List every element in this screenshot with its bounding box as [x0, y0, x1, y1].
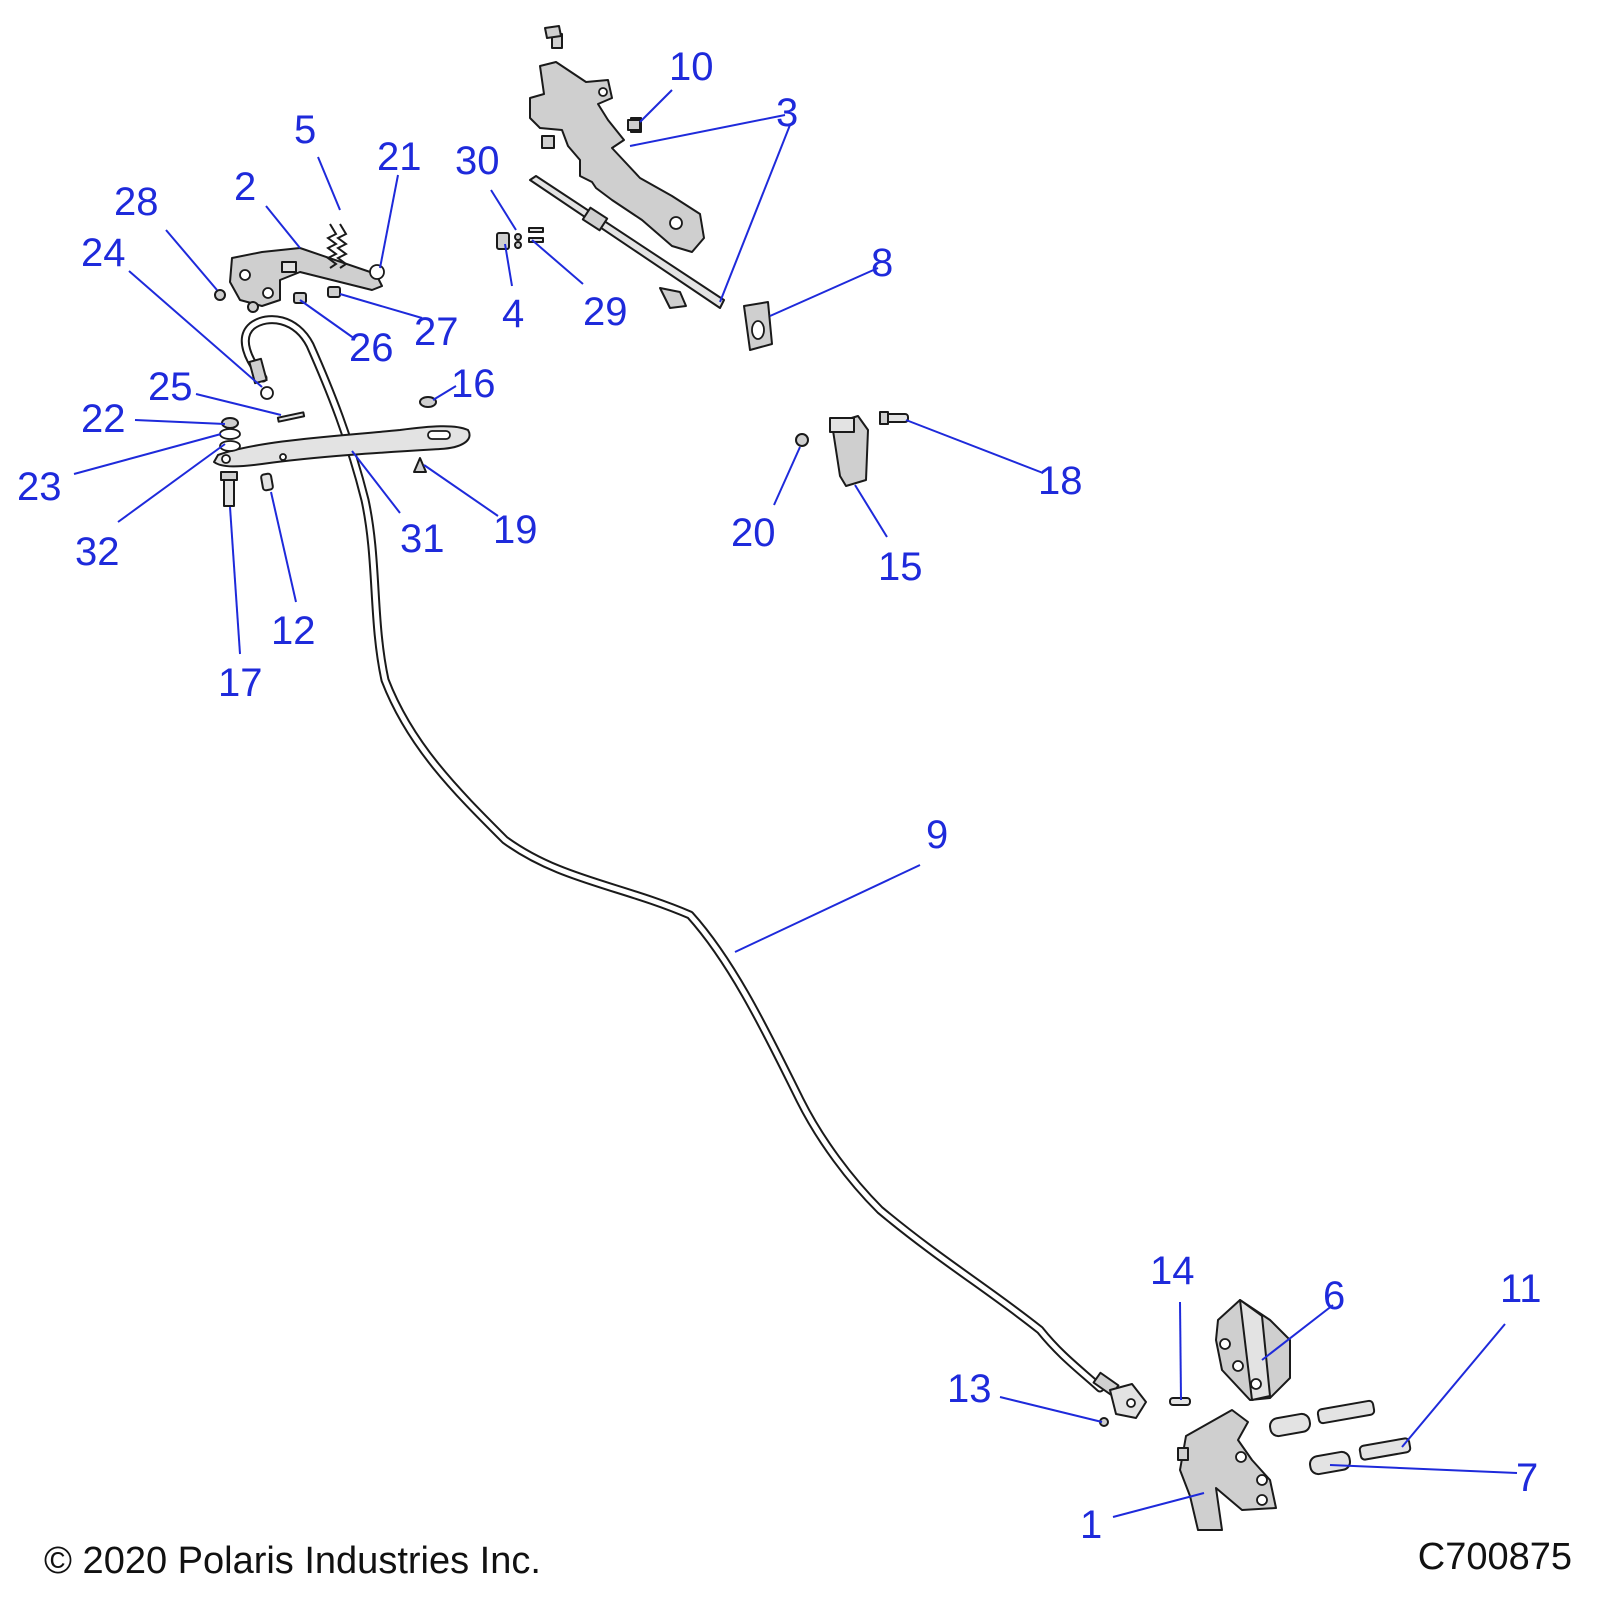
leader-29 — [531, 239, 584, 285]
leader-1 — [1112, 1492, 1205, 1518]
callout-1: 1 — [1080, 1503, 1102, 1547]
callout-16: 16 — [451, 362, 496, 406]
leader-28 — [165, 229, 218, 291]
callout-26: 26 — [349, 326, 394, 370]
callout-14: 14 — [1150, 1249, 1195, 1293]
part-7-bushings — [1269, 1412, 1351, 1476]
part-11-bolts — [1316, 1399, 1412, 1461]
part-5-spring — [326, 223, 348, 269]
callout-8: 8 — [871, 241, 893, 285]
part-20-ball — [795, 433, 809, 447]
leader-12 — [270, 491, 297, 603]
callout-30: 30 — [455, 139, 500, 183]
callout-3: 3 — [776, 91, 798, 135]
callout-22: 22 — [81, 397, 126, 441]
leader-21 — [379, 174, 399, 269]
leader-10 — [639, 89, 673, 123]
leader-14 — [1179, 1301, 1182, 1401]
leader-11 — [1401, 1323, 1506, 1448]
callout-31: 31 — [400, 517, 445, 561]
part-21-clip — [369, 264, 385, 280]
callout-32: 32 — [75, 530, 120, 574]
leader-9 — [734, 864, 921, 953]
callout-20: 20 — [731, 511, 776, 555]
callout-4: 4 — [502, 292, 524, 336]
leader-32 — [117, 443, 226, 523]
callout-28: 28 — [114, 180, 159, 224]
leader-26 — [299, 299, 356, 340]
leader-24 — [128, 270, 263, 388]
leader-3a — [629, 114, 786, 147]
callout-9: 9 — [926, 813, 948, 857]
callout-21: 21 — [377, 135, 422, 179]
leader-2 — [265, 205, 301, 249]
leader-15 — [854, 484, 888, 538]
part-31-strap — [213, 425, 471, 468]
callout-29: 29 — [583, 290, 628, 334]
callout-5: 5 — [294, 108, 316, 152]
callout-12: 12 — [271, 609, 316, 653]
callout-7: 7 — [1516, 1456, 1538, 1500]
leader-31 — [351, 450, 401, 514]
part-12-pin — [260, 472, 274, 492]
part-18-pin — [879, 411, 909, 425]
leader-27 — [339, 293, 423, 319]
callout-labels: 1 2 3 4 5 6 7 8 9 10 11 12 13 14 15 16 1… — [17, 45, 1542, 1547]
leader-7 — [1329, 1464, 1518, 1474]
callout-27: 27 — [414, 310, 459, 354]
leader-lines — [73, 89, 1518, 1518]
part-19-push-nut — [413, 457, 427, 473]
part-9-brake-cable — [240, 315, 1147, 1419]
leader-13 — [999, 1396, 1103, 1423]
callout-24: 24 — [81, 231, 126, 275]
leader-20 — [773, 446, 801, 506]
leader-5 — [317, 156, 341, 211]
part-2-bracket — [229, 247, 383, 307]
part-10-bolt — [627, 119, 641, 131]
leader-22 — [134, 419, 226, 425]
leader-8 — [769, 267, 879, 317]
copyright-text: © 2020 Polaris Industries Inc. — [44, 1540, 541, 1582]
callout-19: 19 — [493, 508, 538, 552]
leader-4 — [504, 243, 513, 287]
part-6-caliper — [1215, 1299, 1291, 1401]
leader-17 — [229, 506, 241, 655]
leader-6 — [1261, 1304, 1334, 1361]
callout-18: 18 — [1038, 459, 1083, 503]
part-1-caliper-bracket — [1177, 1409, 1277, 1531]
parts-26-27-bolts — [247, 286, 341, 313]
callout-23: 23 — [17, 465, 62, 509]
parts-22-23-24-25-32-hardware — [219, 386, 437, 452]
callout-2: 2 — [234, 165, 256, 209]
part-17-bolt — [220, 471, 238, 507]
leader-30 — [490, 189, 517, 231]
leader-19 — [423, 464, 499, 517]
leader-25 — [195, 393, 282, 416]
callout-10: 10 — [669, 45, 714, 89]
leader-3b — [719, 124, 791, 303]
callout-17: 17 — [218, 661, 263, 705]
callout-25: 25 — [148, 365, 193, 409]
callout-11: 11 — [1500, 1267, 1542, 1311]
callout-6: 6 — [1323, 1274, 1345, 1318]
drawing-id: C700875 — [1417, 1536, 1572, 1578]
callout-15: 15 — [878, 545, 923, 589]
leader-18 — [905, 419, 1044, 474]
callout-13: 13 — [947, 1367, 992, 1411]
leader-23 — [73, 433, 222, 475]
leader-16 — [432, 385, 457, 401]
part-8-pedal-pad — [743, 301, 773, 351]
part-3-pedal-shaft — [529, 175, 725, 309]
part-3-pedal-assembly — [529, 25, 705, 253]
part-15-block — [829, 415, 869, 487]
parts-4-29-30-clip — [496, 227, 544, 250]
part-28-nut — [214, 289, 226, 301]
